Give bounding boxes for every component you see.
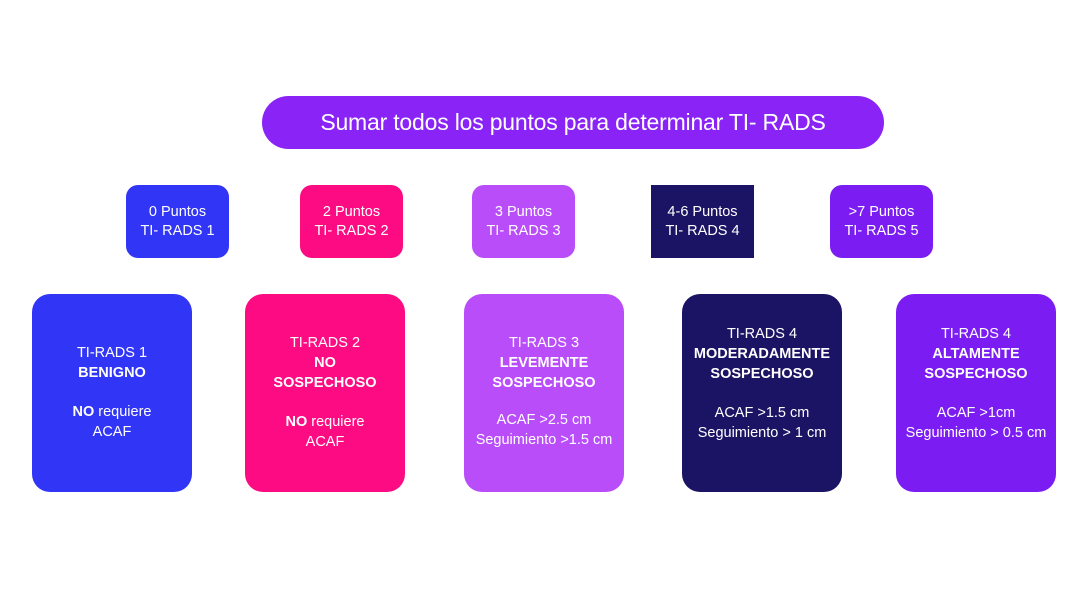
card-risk-label: SOSPECHOSO [492, 374, 596, 391]
card-risk-label: SOSPECHOSO [273, 374, 377, 391]
score-box-tirads-1: 0 Puntos TI- RADS 1 [126, 185, 229, 258]
score-box-tirads-4: 4-6 Puntos TI- RADS 4 [651, 185, 754, 258]
score-points: 3 Puntos [494, 203, 553, 220]
card-risk-label: BENIGNO [78, 364, 146, 381]
score-box-tirads-3: 3 Puntos TI- RADS 3 [472, 185, 575, 258]
card-line: ACAF >2.5 cm [496, 411, 592, 428]
score-category: TI- RADS 2 [314, 222, 389, 239]
card-line: Seguimiento > 0.5 cm [905, 424, 1047, 441]
card-heading: TI-RADS 4 [940, 325, 1012, 342]
card-note-bold: NO [72, 403, 95, 420]
score-points: 2 Puntos [322, 203, 381, 220]
card-heading: TI-RADS 3 [508, 334, 580, 351]
card-note: NO requiere [73, 402, 152, 422]
card-risk-label: NO [314, 354, 336, 371]
score-points: >7 Puntos [848, 203, 915, 220]
card-note-bold: NO [285, 413, 308, 430]
card-line: ACAF >1cm [936, 404, 1016, 421]
title-banner: Sumar todos los puntos para determinar T… [262, 96, 884, 149]
card-line: Seguimiento >1.5 cm [475, 431, 613, 448]
score-points: 4-6 Puntos [667, 203, 738, 220]
card-heading: TI-RADS 4 [726, 325, 798, 342]
card-note-line2: ACAF [92, 423, 132, 440]
card-note-text: requiere [307, 413, 365, 430]
card-risk-label: SOSPECHOSO [924, 365, 1028, 382]
card-note: NO requiere [286, 412, 365, 432]
score-box-tirads-2: 2 Puntos TI- RADS 2 [300, 185, 403, 258]
card-line: Seguimiento > 1 cm [697, 424, 827, 441]
card-risk-label: LEVEMENTE [499, 354, 589, 371]
score-category: TI- RADS 1 [140, 222, 215, 239]
card-note-line2: ACAF [305, 433, 345, 450]
score-points: 0 Puntos [148, 203, 207, 220]
card-line: ACAF >1.5 cm [714, 404, 810, 421]
card-tirads-2: TI-RADS 2 NO SOSPECHOSO NO requiere ACAF [245, 294, 405, 492]
score-category: TI- RADS 4 [665, 222, 740, 239]
card-risk-label: MODERADAMENTE [693, 345, 831, 362]
card-tirads-4: TI-RADS 4 MODERADAMENTE SOSPECHOSO ACAF … [682, 294, 842, 492]
card-heading: TI-RADS 1 [76, 344, 148, 361]
card-risk-label: ALTAMENTE [932, 345, 1020, 362]
card-tirads-5: TI-RADS 4 ALTAMENTE SOSPECHOSO ACAF >1cm… [896, 294, 1056, 492]
score-category: TI- RADS 3 [486, 222, 561, 239]
card-tirads-3: TI-RADS 3 LEVEMENTE SOSPECHOSO ACAF >2.5… [464, 294, 624, 492]
card-tirads-1: TI-RADS 1 BENIGNO NO requiere ACAF [32, 294, 192, 492]
score-category: TI- RADS 5 [844, 222, 919, 239]
card-note-text: requiere [94, 403, 152, 420]
card-heading: TI-RADS 2 [289, 334, 361, 351]
score-box-tirads-5: >7 Puntos TI- RADS 5 [830, 185, 933, 258]
title-text: Sumar todos los puntos para determinar T… [320, 109, 826, 135]
card-risk-label: SOSPECHOSO [710, 365, 814, 382]
